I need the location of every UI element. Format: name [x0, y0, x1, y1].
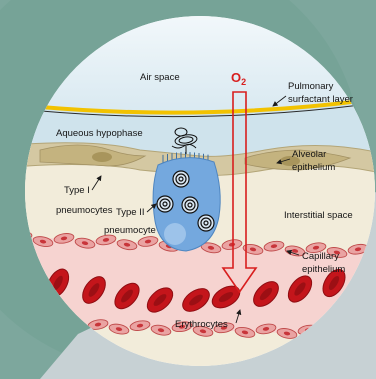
lamellar-body — [198, 215, 214, 231]
type-ii-label-line2: pneumocyte — [104, 225, 156, 236]
surfactant-label-line2: surfactant layer — [288, 94, 353, 105]
type-i-label-line1: Type I — [64, 185, 90, 196]
air-space-label: Air space — [140, 72, 180, 83]
lamellar-body — [182, 197, 198, 213]
hypophase-label: Aqueous hypophase — [56, 128, 143, 139]
capillary-label-line1: Capillary — [302, 251, 339, 262]
alveolar-epithelium-label-line1: Alveolar — [292, 149, 326, 160]
erythrocytes-label: Erythrocytes — [175, 319, 228, 330]
type-i-label-line2: pneumocytes — [56, 205, 113, 216]
alveolar-epithelium-label-line2: epithelium — [292, 162, 335, 173]
type-ii-label-line1: Type II — [116, 207, 145, 218]
lamellar-body — [157, 196, 173, 212]
lamellar-body — [173, 171, 189, 187]
capillary-label-line2: epithelium — [302, 264, 345, 275]
type-i-nucleus — [92, 152, 112, 162]
interstitial-label: Interstitial space — [284, 210, 353, 221]
surfactant-label-line1: Pulmonary — [288, 81, 334, 92]
o2-symbol: O — [231, 70, 241, 85]
o2-subscript: 2 — [241, 77, 246, 87]
type-ii-nucleus — [164, 223, 186, 245]
